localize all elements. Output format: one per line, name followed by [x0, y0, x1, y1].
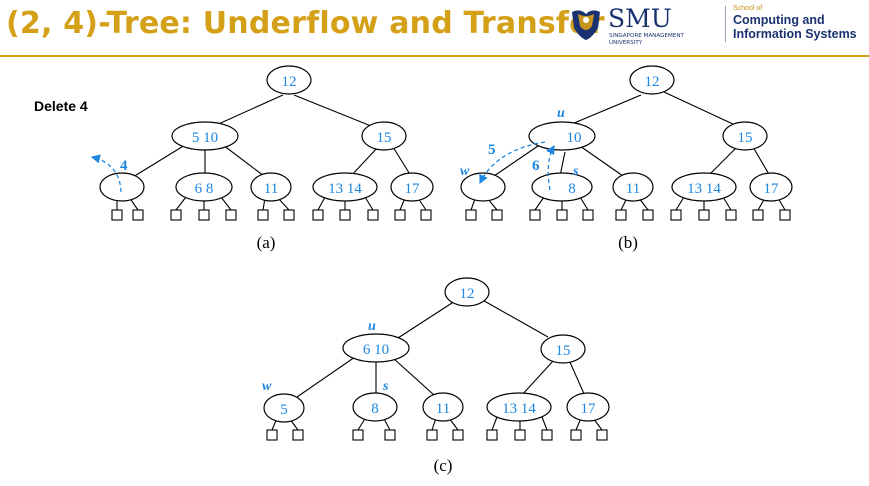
tree-a-node-17 [390, 172, 434, 202]
tree-c-root-keys: 12 [460, 286, 475, 302]
school-name-line2: Information Systems [733, 27, 857, 41]
tree-c-node-s [352, 392, 398, 422]
tree-c-node-17 [566, 392, 610, 422]
tree-a-step-4: 4 [120, 158, 128, 174]
tree-b-node-u [528, 121, 596, 151]
tree-a-node-6-8-keys: 6 8 [195, 181, 214, 197]
tree-c-node-u-keys: 6 10 [363, 342, 389, 358]
caption-b: (b) [618, 233, 638, 252]
tree-a-node-11 [250, 172, 292, 202]
school-logo: School of Computing and Information Syst… [733, 5, 857, 41]
tree-c-node-s-keys: 8 [371, 401, 379, 417]
tree-a-node-15-keys: 15 [377, 130, 392, 146]
title-rule [0, 55, 869, 57]
tree-c-node-u [342, 333, 410, 363]
tree-b-node-u-keys: 10 [567, 130, 582, 146]
tree-a-node-15 [361, 121, 407, 151]
tree-b-node-13-14 [671, 172, 737, 202]
tree-a-root [266, 65, 312, 95]
tree-a-root-keys: 12 [282, 74, 297, 90]
tree-c-node-15-keys: 15 [556, 343, 571, 359]
tree-b-node-s-keys: 8 [568, 181, 576, 197]
tree-a-node-5-10-keys: 5 10 [192, 130, 218, 146]
tree-b-node-13-14-keys: 13 14 [687, 181, 721, 197]
tree-c-leaves [266, 429, 608, 441]
tree-c-node-17-keys: 17 [581, 401, 597, 417]
tree-c-node-15 [540, 334, 586, 364]
tree-c-root [444, 277, 490, 307]
tree-b-node-11 [612, 172, 654, 202]
logo-divider [725, 6, 726, 42]
tree-b-arrow-5 [479, 141, 546, 185]
tree-c-node-13-14 [486, 392, 552, 422]
tree-a-node-13-14-keys: 13 14 [328, 181, 362, 197]
diagram-a: 12 5 10 15 6 8 11 13 14 17 [90, 65, 434, 252]
tree-c-node-13-14-keys: 13 14 [502, 401, 536, 417]
tree-b-step-5: 5 [488, 142, 496, 158]
tree-c-label-u: u [368, 319, 376, 334]
tree-b-node-11-keys: 11 [626, 181, 640, 197]
tree-a-removal-arrow [90, 154, 122, 193]
smu-logo: SMU SINGAPORE MANAGEMENT UNIVERSITY [568, 2, 718, 46]
diagram-b: 12 10 u 15 w 8 s 11 13 14 17 [460, 65, 793, 252]
caption-a: (a) [257, 233, 276, 252]
tree-b-label-u: u [557, 106, 565, 121]
tree-b-label-s: s [572, 164, 579, 179]
tree-b-node-15-keys: 15 [738, 130, 753, 146]
edges-c [271, 297, 603, 431]
smu-crest-icon [572, 10, 600, 40]
tree-b-node-17 [749, 172, 793, 202]
slide-title: (2, 4)-Tree: Underflow and Transfer [6, 6, 605, 41]
tree-a-empty-node [99, 172, 145, 202]
tree-a-node-11-keys: 11 [264, 181, 278, 197]
tree-a-node-13-14 [312, 172, 378, 202]
tree-b-node-17-keys: 17 [764, 181, 780, 197]
smu-subtitle: SINGAPORE MANAGEMENT UNIVERSITY [609, 33, 684, 46]
tree-a-leaves [111, 209, 432, 221]
tree-c-label-s: s [382, 379, 389, 394]
tree-c-node-11 [422, 392, 464, 422]
tree-b-root [629, 65, 675, 95]
caption-c: (c) [434, 456, 453, 475]
tree-b-label-w: w [460, 164, 470, 179]
tree-b-node-w [460, 172, 506, 202]
smu-name: SMU [608, 4, 672, 33]
tree-b-root-keys: 12 [645, 74, 660, 90]
tree-a-node-17-keys: 17 [405, 181, 421, 197]
tree-c-label-w: w [262, 379, 272, 394]
tree-c-node-w-keys: 5 [280, 402, 288, 418]
tree-b-step-6: 6 [532, 158, 540, 174]
operation-label: Delete 4 [34, 98, 88, 114]
tree-c-node-w [263, 393, 305, 423]
tree-b-node-15 [722, 121, 768, 151]
tree-c-node-11-keys: 11 [436, 401, 450, 417]
school-name-line1: Computing and [733, 13, 825, 27]
tree-a-node-5-10 [171, 121, 239, 151]
tree-a-node-6-8 [175, 172, 233, 202]
tree-b-leaves [465, 209, 791, 221]
tree-b-node-s [531, 172, 593, 202]
diagram-c: 12 6 10 u 15 5 w 8 s 11 13 14 17 [262, 277, 610, 475]
school-prefix: School of [733, 5, 763, 12]
